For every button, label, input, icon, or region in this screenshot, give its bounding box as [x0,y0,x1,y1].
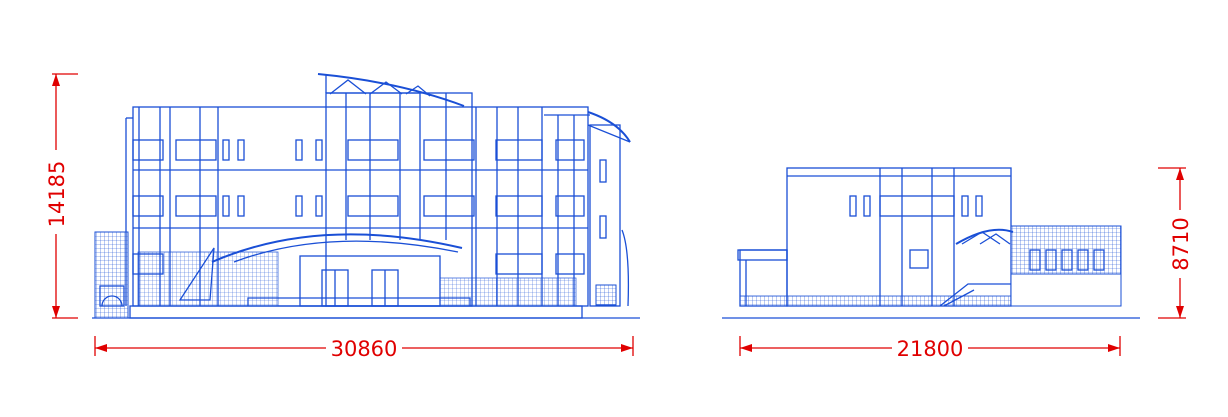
central-tower [317,73,473,307]
front-elevation [92,73,640,319]
side-elevation [722,167,1140,319]
entrance-canopy [178,233,471,307]
dimension-side-width: 21800 [739,336,1121,361]
side-curtain-wall [879,168,955,306]
dimension-front-height: 14185 [44,73,78,319]
dimension-front-width: 30860 [94,336,634,361]
side-right-annex [939,225,1122,307]
side-windows [849,195,983,269]
right-stair-tower [587,111,631,307]
front-width-label: 30860 [331,337,398,361]
dimension-side-height: 8710 [1158,167,1193,319]
side-height-label: 8710 [1169,217,1193,270]
front-height-label: 14185 [45,161,69,228]
front-windows [132,139,585,275]
side-width-label: 21800 [897,337,964,361]
